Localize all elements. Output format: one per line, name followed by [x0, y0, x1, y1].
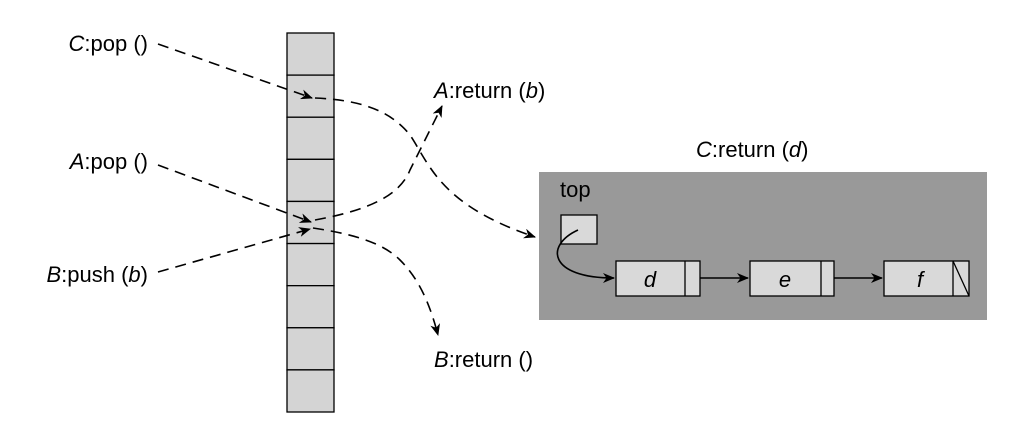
stack-slot [286, 158, 335, 203]
top-label: top [560, 177, 591, 202]
stack-slot [286, 369, 335, 413]
top-pointer-box [560, 214, 598, 245]
list-node-e: e [749, 260, 835, 297]
stack-slot [286, 327, 335, 371]
c-pop-arrow-in [157, 43, 313, 100]
a-pop-arrow-in [157, 164, 312, 223]
null-terminator [952, 260, 970, 297]
b-push-label: B:push (b) [46, 262, 148, 287]
c-return-path [314, 97, 536, 239]
linked-list-panel [539, 172, 987, 320]
stack-slot [286, 285, 335, 329]
list-node-f: f [883, 260, 970, 297]
elimination-array [286, 32, 335, 413]
list-node-d: d [615, 260, 701, 297]
a-return-path [314, 105, 443, 221]
b-return-label: B:return () [434, 347, 533, 372]
stack-slot [286, 32, 335, 76]
top-arrow [556, 229, 615, 283]
stack-slot [286, 242, 335, 287]
a-return-label: A:return (b) [432, 78, 545, 103]
stack-slot [286, 74, 335, 118]
node-value-e: e [779, 267, 791, 292]
c-pop-label: C:pop () [69, 31, 148, 56]
b-return-path [312, 227, 440, 336]
b-push-arrow-in [157, 227, 311, 273]
c-return-label: C:return (d) [696, 137, 809, 162]
node-value-d: d [644, 267, 657, 292]
stack-slot [286, 116, 335, 160]
a-pop-label: A:pop () [68, 149, 148, 174]
node-value-f: f [917, 267, 926, 292]
